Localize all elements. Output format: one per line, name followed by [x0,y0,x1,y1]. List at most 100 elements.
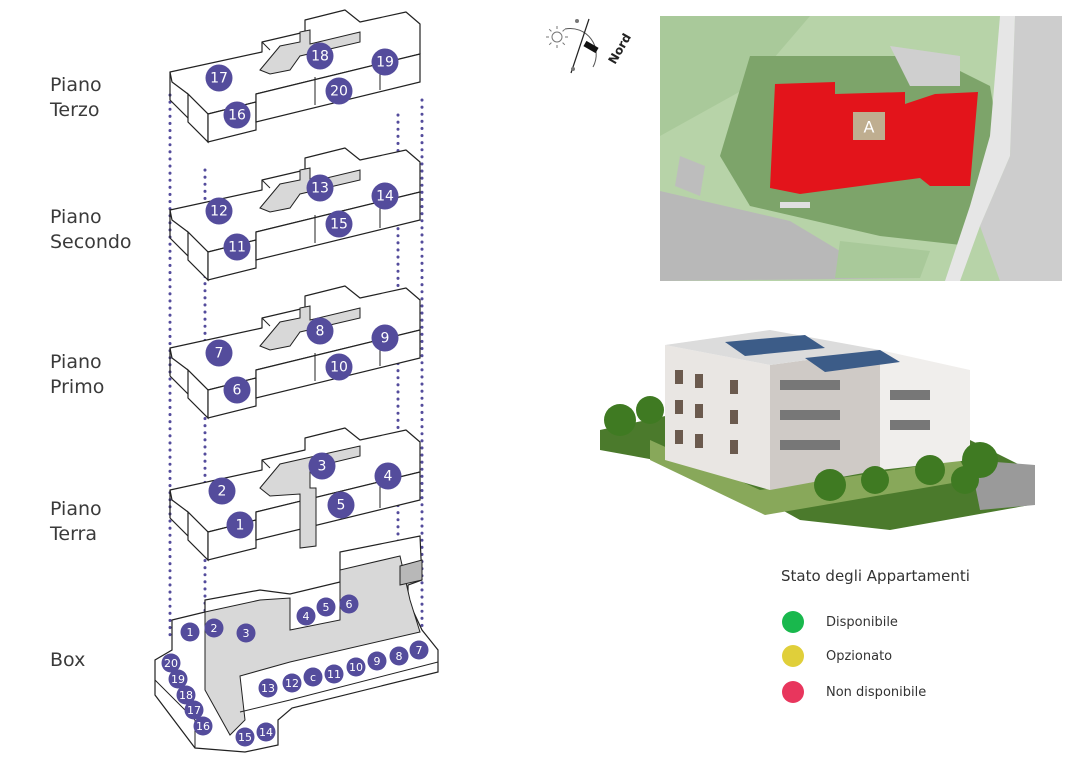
marker-circle [193,716,213,736]
apartment-marker-20[interactable]: 20 [325,77,353,105]
marker-label: 6 [233,383,242,399]
apartment-marker-6[interactable]: 6 [223,376,251,404]
box-marker-15[interactable]: 15 [235,727,255,747]
box-marker-7[interactable]: 7 [409,640,429,660]
marker-label: 11 [228,240,246,256]
floor-label-line: Terzo [50,99,100,121]
marker-label: 10 [330,360,348,376]
marker-circle [184,700,204,720]
marker-circle [327,491,355,519]
marker-circle [226,511,254,539]
box-marker-16[interactable]: 16 [193,716,213,736]
marker-circle [176,685,196,705]
apartment-marker-16[interactable]: 16 [223,101,251,129]
apartment-marker-5[interactable]: 5 [327,491,355,519]
marker-circle [205,64,233,92]
marker-label: 20 [164,657,178,670]
floor-label-secondo: Piano Secondo [50,205,132,255]
marker-label: 19 [171,673,185,686]
box-marker-10[interactable]: 10 [346,657,366,677]
marker-label: 3 [318,459,327,475]
marker-circle [306,317,334,345]
box-marker-c[interactable]: c [303,667,323,687]
apartment-marker-15[interactable]: 15 [325,210,353,238]
apartment-marker-2[interactable]: 2 [208,477,236,505]
marker-label: 10 [349,661,363,674]
marker-circle [161,653,181,673]
building-label: A [864,118,875,137]
marker-label: c [310,671,316,684]
apartment-marker-7[interactable]: 7 [205,339,233,367]
marker-label: 17 [187,704,201,717]
box-marker-9[interactable]: 9 [367,651,387,671]
marker-label: 8 [396,650,403,663]
legend-item-opzionato[interactable]: Opzionato [782,644,892,668]
apartment-marker-1[interactable]: 1 [226,511,254,539]
apartment-marker-17[interactable]: 17 [205,64,233,92]
marker-label: 19 [376,55,394,71]
marker-circle [168,669,188,689]
marker-label: 4 [303,610,310,623]
marker-label: 7 [416,644,423,657]
apartment-marker-10[interactable]: 10 [325,353,353,381]
box-marker-12[interactable]: 12 [282,673,302,693]
marker-circle [223,376,251,404]
box-marker-8[interactable]: 8 [389,646,409,666]
marker-circle [371,48,399,76]
apartment-marker-19[interactable]: 19 [371,48,399,76]
apartment-marker-11[interactable]: 11 [223,233,251,261]
box-marker-17[interactable]: 17 [184,700,204,720]
marker-circle [306,174,334,202]
marker-label: 12 [285,677,299,690]
marker-label: 16 [196,720,210,733]
marker-circle [236,623,256,643]
status-dot-icon [782,681,804,703]
marker-label: 15 [238,731,252,744]
marker-label: 14 [259,726,273,739]
floor-label-line: Piano [50,206,102,228]
box-marker-1[interactable]: 1 [180,622,200,642]
marker-circle [303,667,323,687]
marker-circle [204,618,224,638]
marker-circle [409,640,429,660]
marker-circle [325,77,353,105]
legend-item-non-disponibile[interactable]: Non disponibile [782,680,926,704]
marker-label: 9 [374,655,381,668]
box-marker-6[interactable]: 6 [339,594,359,614]
apartment-marker-9[interactable]: 9 [371,324,399,352]
marker-label: 9 [381,331,390,347]
box-marker-13[interactable]: 13 [258,678,278,698]
marker-label: 5 [337,498,346,514]
box-marker-18[interactable]: 18 [176,685,196,705]
marker-label: 13 [311,181,329,197]
site-map: A [660,16,1062,281]
apartment-marker-3[interactable]: 3 [308,452,336,480]
box-marker-3[interactable]: 3 [236,623,256,643]
marker-label: 1 [187,626,194,639]
apartment-marker-14[interactable]: 14 [371,182,399,210]
apartment-marker-18[interactable]: 18 [306,42,334,70]
box-marker-4[interactable]: 4 [296,606,316,626]
apartment-marker-13[interactable]: 13 [306,174,334,202]
box-marker-2[interactable]: 2 [204,618,224,638]
marker-circle [339,594,359,614]
apartment-marker-8[interactable]: 8 [306,317,334,345]
box-marker-19[interactable]: 19 [168,669,188,689]
building-render [600,330,1035,530]
box-marker-14[interactable]: 14 [256,722,276,742]
marker-circle [180,622,200,642]
apartment-marker-12[interactable]: 12 [205,197,233,225]
floor-label-terra: Piano Terra [50,497,102,547]
box-marker-20[interactable]: 20 [161,653,181,673]
apartment-marker-4[interactable]: 4 [374,462,402,490]
legend-item-disponibile[interactable]: Disponibile [782,610,898,634]
marker-circle [208,477,236,505]
legend-label: Opzionato [826,648,893,664]
marker-label: 20 [330,84,348,100]
status-dot-icon [782,611,804,633]
box-marker-5[interactable]: 5 [316,597,336,617]
marker-label: 2 [218,484,227,500]
floor-plan-terra [169,427,421,561]
box-marker-11[interactable]: 11 [324,664,344,684]
